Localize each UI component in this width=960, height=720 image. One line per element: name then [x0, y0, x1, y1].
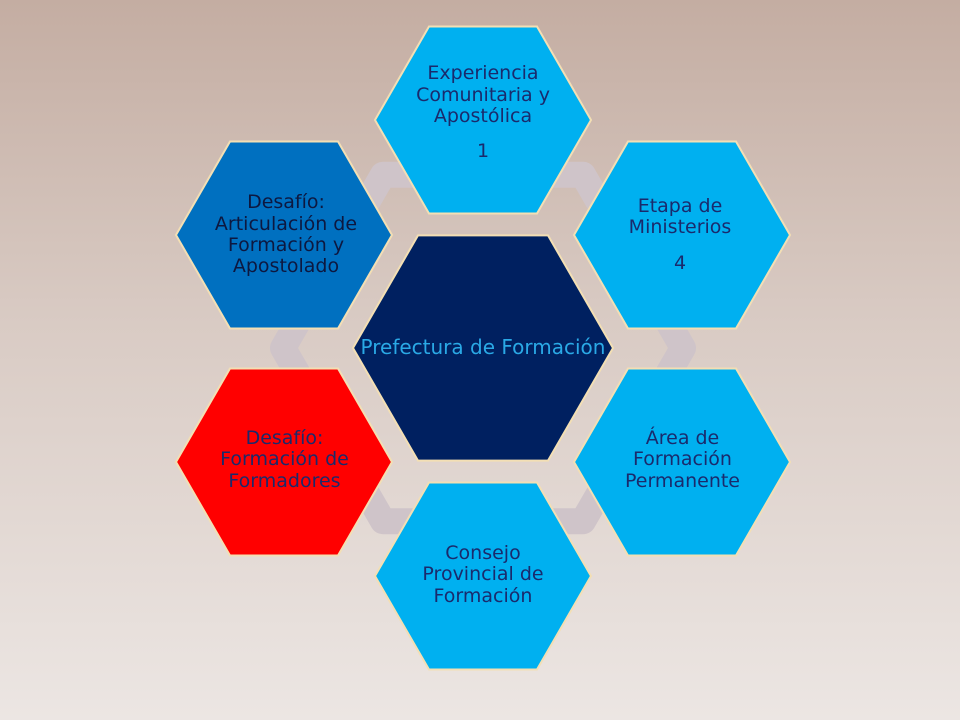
hexagon-desafio-articulacion: [174, 140, 394, 330]
hexagon-area-formacion: [572, 367, 792, 557]
hexagon-layer: [174, 25, 792, 671]
connector-ring: [270, 161, 696, 535]
connector-ring-shape: [270, 161, 696, 535]
hexagon-center: [351, 234, 615, 462]
hexagon-etapa-ministerios: [572, 140, 792, 330]
hexagon-consejo: [373, 481, 593, 671]
hexagon-experiencia: [373, 25, 593, 215]
hexagon-desafio-formadores: [174, 367, 394, 557]
